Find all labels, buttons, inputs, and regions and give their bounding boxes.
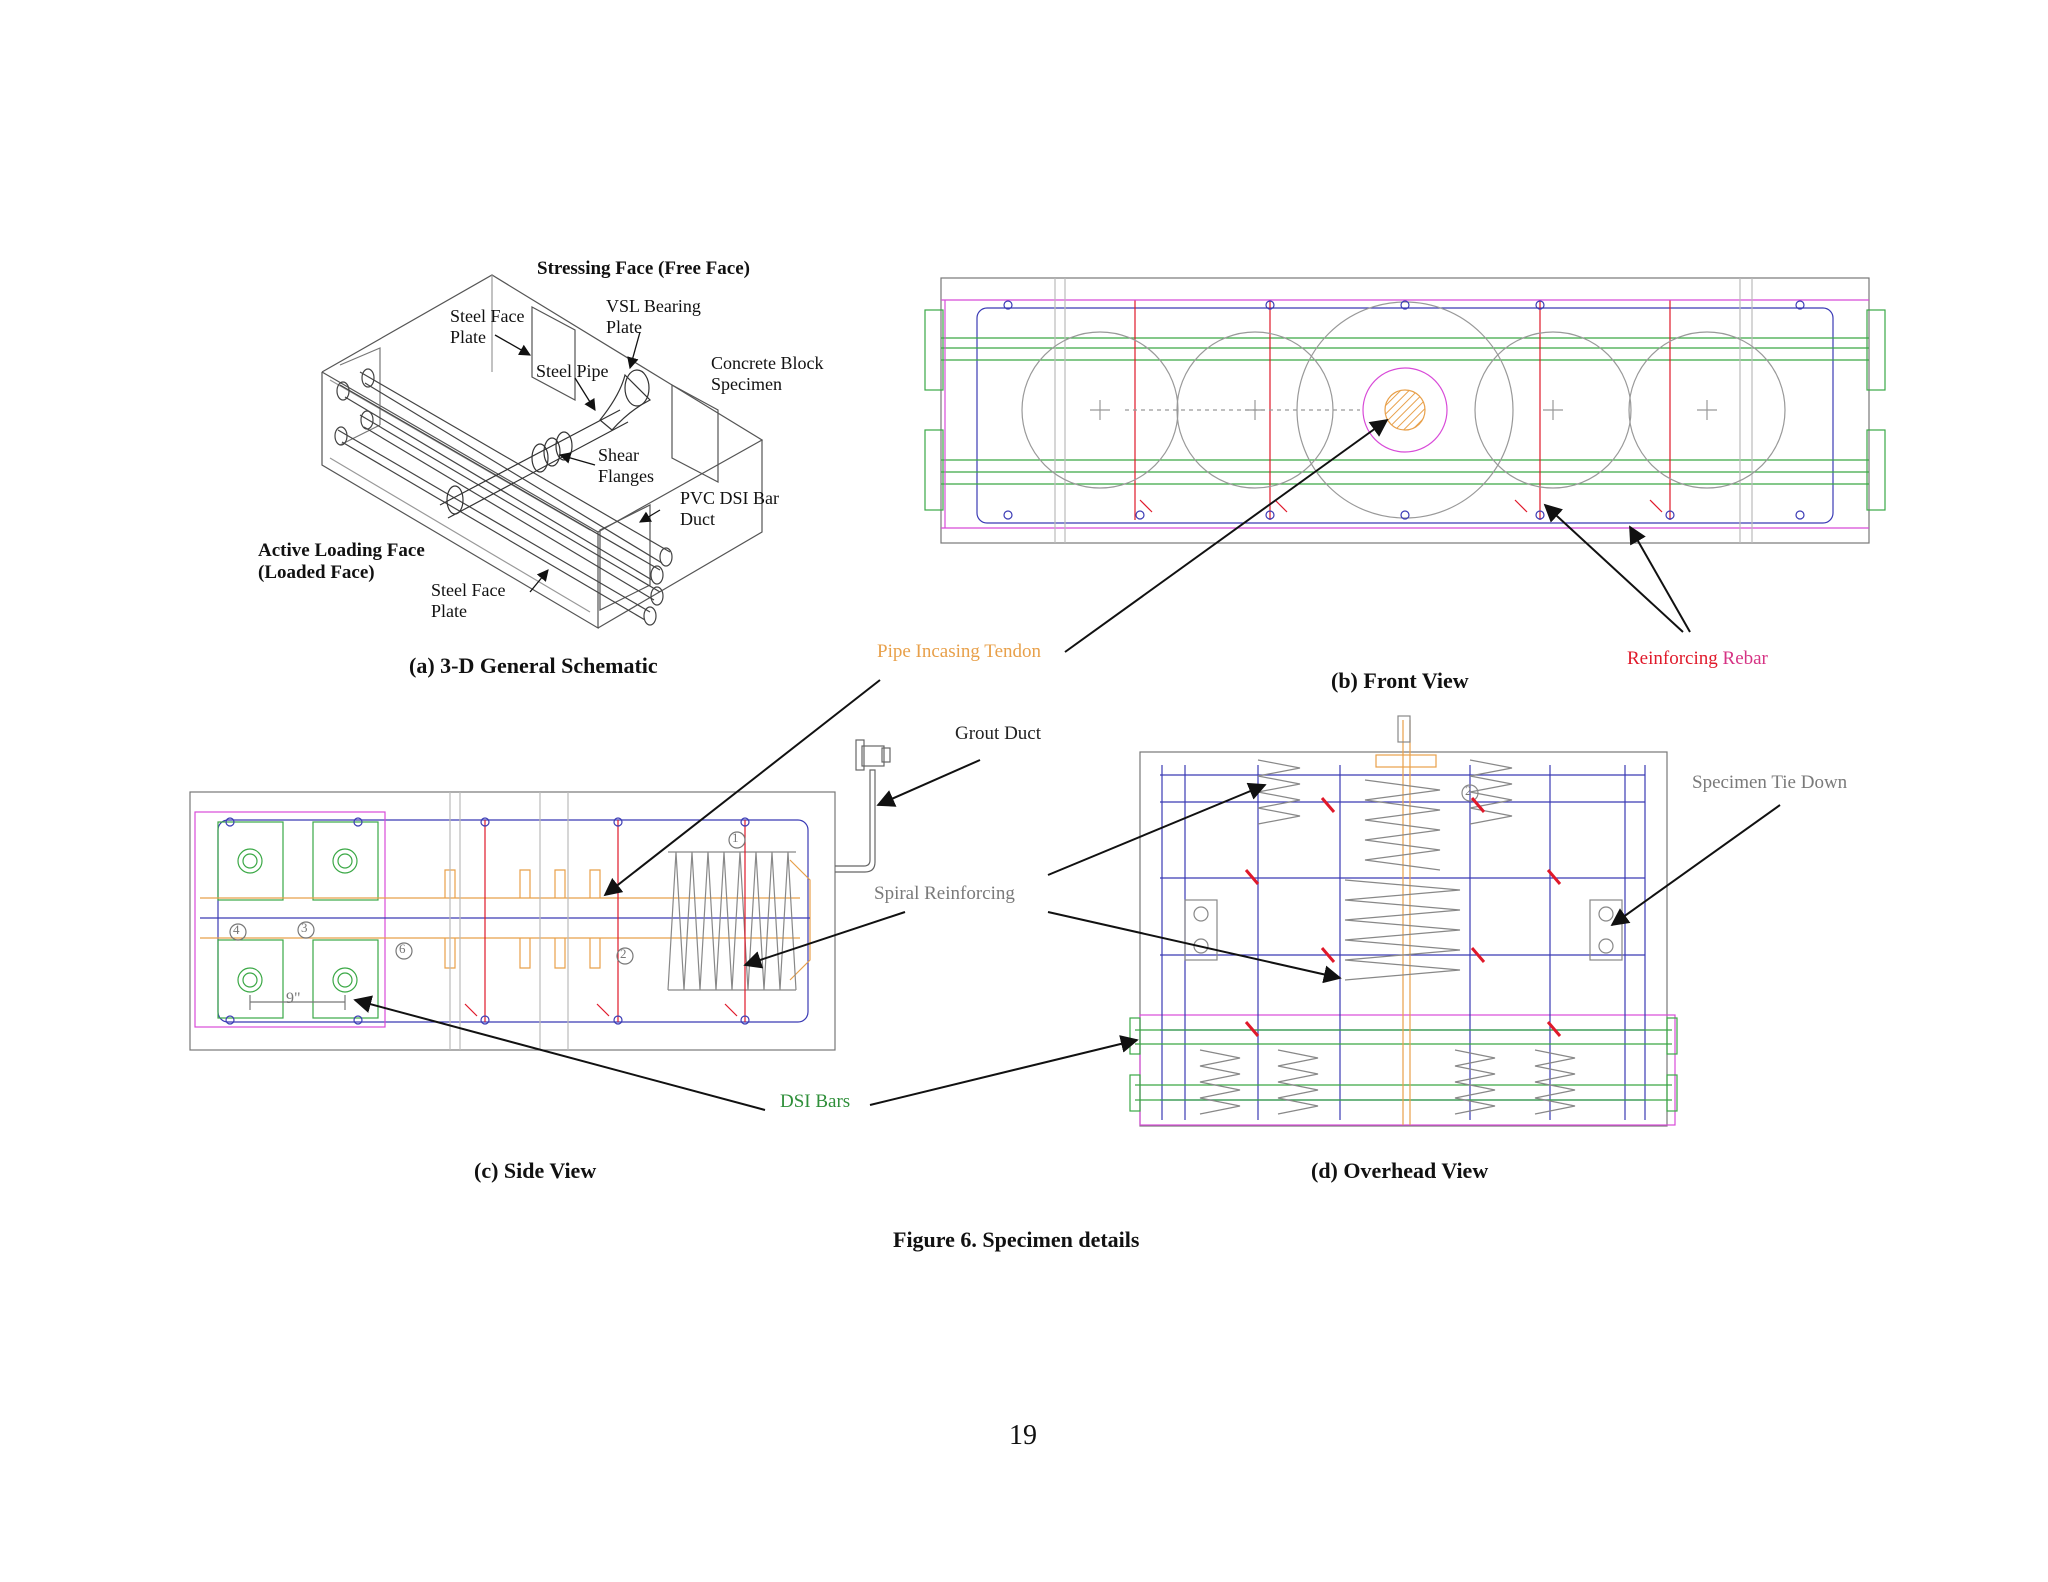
steel-pipe-label: Steel Pipe	[536, 361, 609, 381]
arrow-rebar-2	[1629, 525, 1691, 633]
arrow-dsi-side	[353, 995, 766, 1111]
arrow-tendon-side	[603, 679, 881, 897]
callout-grout-duct: Grout Duct	[955, 723, 1042, 744]
panel-c-caption: (c) Side View	[474, 1158, 597, 1183]
callout-rebar-word: Rebar	[1722, 648, 1768, 669]
marker-4: 4	[233, 922, 240, 937]
arrow-spiral-side	[743, 911, 906, 969]
marker-3: 3	[301, 920, 308, 935]
active-loading-face-label: Active Loading Face (Loaded Face)	[258, 540, 425, 583]
panel-b-front-view	[924, 277, 1886, 544]
arrow-spiral-overhead-1	[1047, 782, 1267, 876]
panel-a-caption: (a) 3-D General Schematic	[409, 653, 658, 678]
marker-2: 2	[620, 946, 627, 961]
arrow-grout-duct	[876, 759, 981, 807]
callout-arrows	[353, 418, 1781, 1111]
callout-spiral-reinforcing: Spiral Reinforcing	[874, 883, 1015, 904]
callout-pipe-incasing-tendon: Pipe Incasing Tendon	[877, 641, 1042, 662]
concrete-block-label: Concrete Block Specimen	[711, 353, 824, 394]
steel-face-plate-top-label: Steel Face Plate	[450, 306, 525, 347]
callout-reinforcing-word: Reinforcing	[1627, 648, 1718, 669]
arrow-rebar-1	[1543, 503, 1684, 633]
panel-c-side-view	[189, 739, 891, 1051]
arrow-tendon-front	[1064, 418, 1389, 653]
panel-a-schematic	[321, 274, 764, 630]
pvc-duct-label: PVC DSI Bar Duct	[680, 488, 780, 529]
panel-d-caption: (d) Overhead View	[1311, 1158, 1489, 1183]
page-number: 19	[1009, 1420, 1037, 1451]
arrow-tie-down	[1610, 804, 1781, 927]
callout-reinforcing-rebar: Reinforcing Rebar	[1627, 648, 1768, 670]
marker-1: 1	[732, 830, 739, 845]
callout-dsi-bars: DSI Bars	[780, 1091, 851, 1112]
vsl-bearing-plate-label: VSL Bearing Plate	[606, 296, 701, 337]
steel-face-plate-bottom-label: Steel Face Plate	[431, 580, 506, 621]
overhead-marker-2: 2	[1465, 783, 1472, 798]
arrow-dsi-overhead	[869, 1035, 1139, 1106]
callout-specimen-tie-down: Specimen Tie Down	[1692, 772, 1848, 793]
marker-6: 6	[399, 941, 406, 956]
panel-b-caption: (b) Front View	[1331, 668, 1469, 693]
panel-a-leaders	[494, 331, 661, 593]
arrow-spiral-overhead-2	[1047, 911, 1342, 984]
dimension-9in: 9"	[286, 990, 301, 1007]
stressing-face-label: Stressing Face (Free Face)	[537, 258, 750, 279]
panel-d-overhead-view	[1129, 715, 1678, 1127]
figure-caption: Figure 6. Specimen details	[893, 1227, 1140, 1252]
shear-flanges-label: Shear Flanges	[598, 445, 654, 486]
